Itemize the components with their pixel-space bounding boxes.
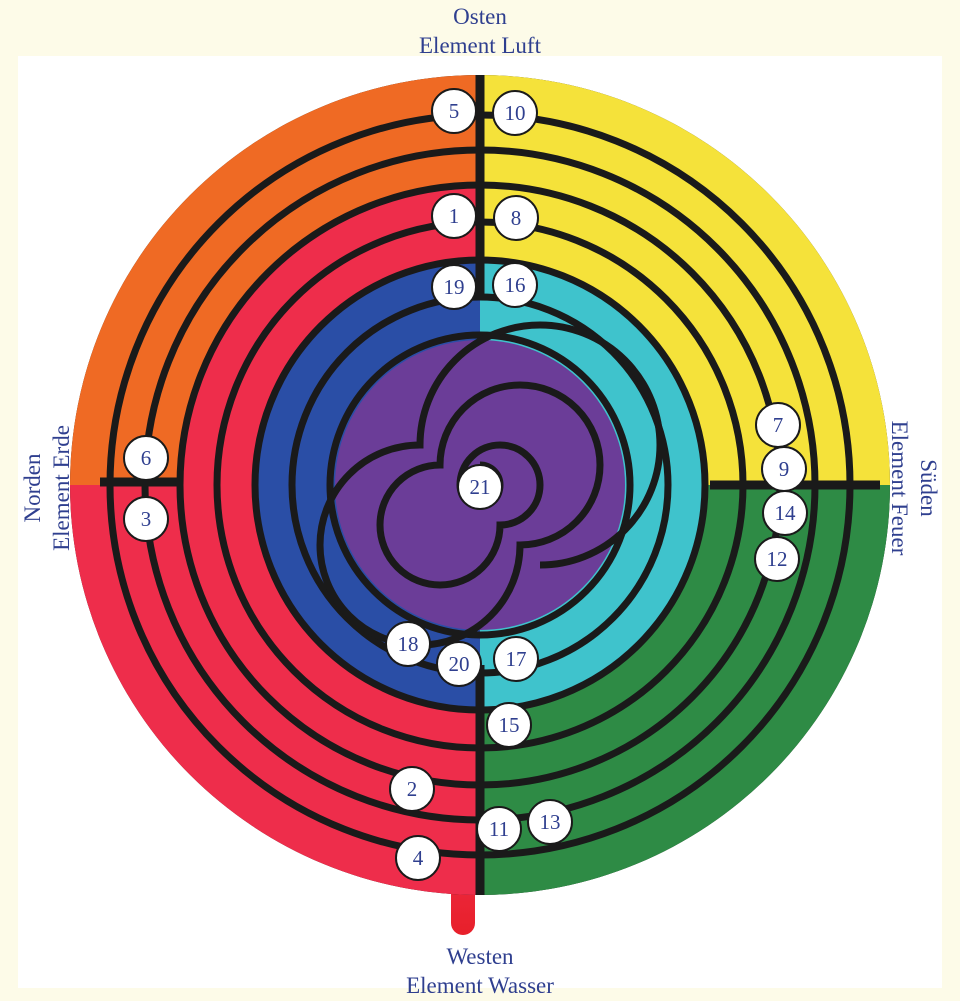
marker-9: 9 (762, 447, 806, 491)
marker-number: 20 (449, 652, 470, 676)
marker-number: 3 (141, 507, 152, 531)
marker-2: 2 (390, 767, 434, 811)
marker-number: 18 (398, 632, 419, 656)
marker-number: 16 (505, 273, 526, 297)
marker-12: 12 (755, 537, 799, 581)
marker-number: 15 (499, 713, 520, 737)
marker-number: 1 (449, 204, 460, 228)
marker-number: 11 (489, 817, 509, 841)
marker-3: 3 (124, 497, 168, 541)
marker-number: 10 (505, 101, 526, 125)
marker-1: 1 (432, 194, 476, 238)
marker-number: 21 (470, 475, 491, 499)
marker-number: 19 (444, 275, 465, 299)
marker-number: 5 (449, 99, 460, 123)
marker-number: 6 (141, 446, 152, 470)
marker-16: 16 (493, 263, 537, 307)
marker-number: 2 (407, 777, 418, 801)
marker-number: 9 (779, 457, 790, 481)
marker-number: 4 (413, 846, 424, 870)
marker-4: 4 (396, 836, 440, 880)
marker-number: 7 (773, 413, 784, 437)
marker-number: 12 (767, 547, 788, 571)
marker-20: 20 (437, 642, 481, 686)
marker-number: 13 (540, 810, 561, 834)
marker-10: 10 (493, 91, 537, 135)
marker-17: 17 (494, 637, 538, 681)
marker-number: 8 (511, 206, 522, 230)
marker-11: 11 (477, 807, 521, 851)
marker-8: 8 (494, 196, 538, 240)
marker-21: 21 (458, 465, 502, 509)
marker-5: 5 (432, 89, 476, 133)
marker-14: 14 (763, 491, 807, 535)
marker-6: 6 (124, 436, 168, 480)
marker-number: 14 (775, 501, 797, 525)
marker-15: 15 (487, 703, 531, 747)
marker-13: 13 (528, 800, 572, 844)
marker-18: 18 (386, 622, 430, 666)
marker-19: 19 (432, 265, 476, 309)
marker-7: 7 (756, 403, 800, 447)
marker-number: 17 (506, 647, 527, 671)
